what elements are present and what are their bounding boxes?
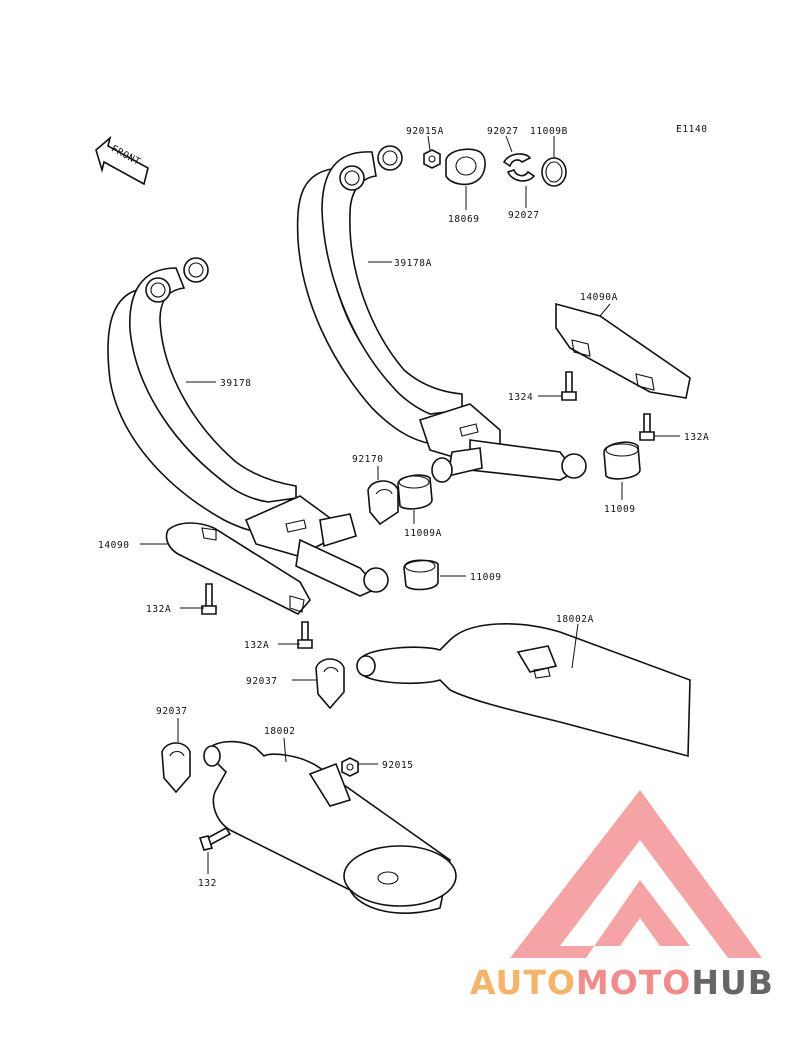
part-label: 92027 — [487, 126, 519, 137]
part-labels: 92015A 92027 11009B 18069 92027 39178A 1… — [98, 126, 709, 889]
heat-cover-14090 — [165, 522, 311, 615]
heat-cover-14090A — [555, 302, 691, 399]
watermark-auto: AUTO — [470, 963, 576, 1002]
part-label: 92037 — [156, 706, 188, 717]
muffler-18002 — [203, 740, 457, 914]
part-label: 132A — [684, 432, 709, 443]
part-label: 11009A — [404, 528, 442, 539]
diagram-code: E1140 — [676, 124, 708, 135]
part-label: 14090A — [580, 292, 618, 303]
part-label: 18002 — [264, 726, 296, 737]
bolt-132A-center — [297, 621, 313, 649]
part-label: 14090 — [98, 540, 130, 551]
watermark-text: AUTOMOTOHUB — [470, 963, 774, 1002]
gasket-11009-left — [403, 559, 439, 591]
bolt-132A-right — [639, 413, 655, 441]
part-label: 18002A — [556, 614, 594, 625]
part-label: 132A — [146, 604, 171, 615]
part-label: 11009B — [530, 126, 568, 137]
gasket-11009A — [397, 474, 433, 510]
part-label: 39178A — [394, 258, 432, 269]
exhaust-pipe-39178 — [107, 257, 389, 597]
exhaust-pipe-39178A — [296, 145, 587, 483]
part-label: 92015A — [406, 126, 444, 137]
leader-lines — [140, 135, 680, 874]
clamp-92037-right — [315, 658, 345, 710]
part-label: 92027 — [508, 210, 540, 221]
front-arrow-icon: FRONT — [95, 135, 149, 186]
clamp-92037-left — [161, 742, 191, 794]
part-label: 1324 — [508, 392, 533, 403]
part-label: 132 — [198, 878, 217, 889]
part-label: 18069 — [448, 214, 480, 225]
part-label: 39178 — [220, 378, 252, 389]
automotohub-logo: AUTOMOTOHUB — [470, 790, 774, 1002]
nut-92015 — [341, 757, 359, 777]
nut-92015A — [423, 149, 441, 169]
watermark-moto: MOTO — [576, 963, 691, 1002]
muffler-18002A — [356, 623, 691, 758]
part-label: 11009 — [470, 572, 502, 583]
bolt-132A-left — [201, 583, 217, 615]
part-label: 92170 — [352, 454, 384, 465]
watermark-hub: HUB — [691, 963, 774, 1002]
gasket-11009-right — [603, 441, 641, 480]
keeper-92027 — [502, 153, 536, 182]
gasket-11009B — [541, 157, 567, 187]
bolt-1324 — [561, 371, 577, 401]
part-label: 11009 — [604, 504, 636, 515]
part-label: 132A — [244, 640, 269, 651]
bolt-132 — [198, 826, 232, 851]
flange-18069 — [445, 148, 486, 186]
part-label: 92015 — [382, 760, 414, 771]
part-label: 92037 — [246, 676, 278, 687]
clamp-92170 — [367, 480, 399, 526]
